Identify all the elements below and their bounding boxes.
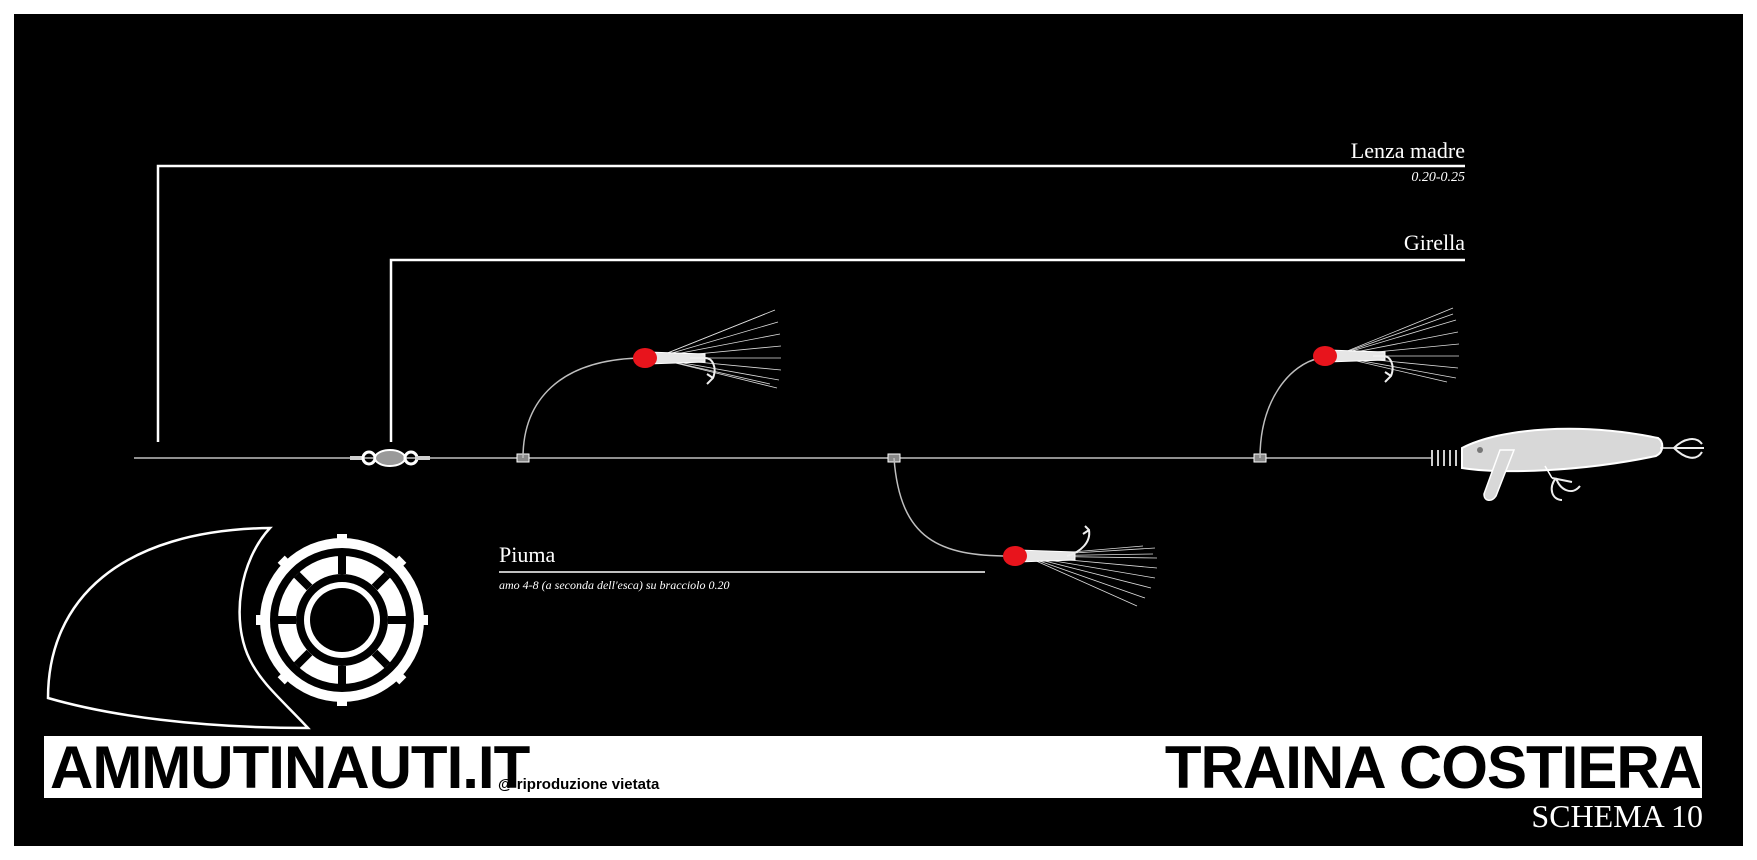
rights-notice: @ riproduzione vietata bbox=[498, 776, 660, 793]
minnow-lure-icon bbox=[1431, 427, 1704, 501]
page-title: TRAINA COSTIERA bbox=[1164, 734, 1702, 801]
diagram-background bbox=[14, 14, 1743, 846]
dropper-line bbox=[1259, 357, 1321, 459]
swivel-icon bbox=[350, 449, 430, 467]
lenza-madre-callout-line bbox=[156, 164, 1465, 442]
dropper-line bbox=[893, 457, 1011, 557]
girella-label: Girella bbox=[1403, 230, 1465, 255]
feather-lure-icon bbox=[1003, 525, 1158, 607]
brand-name: AMMUTINAUTI.IT bbox=[50, 734, 530, 801]
footer-bar bbox=[44, 736, 1702, 798]
piuma-spec: amo 4-8 (a seconda dell'esca) su braccio… bbox=[499, 578, 730, 592]
lenza-madre-label: Lenza madre bbox=[1350, 138, 1465, 163]
page-subtitle: SCHEMA 10 bbox=[1531, 798, 1703, 834]
dropper-line bbox=[522, 357, 641, 459]
piuma-label: Piuma bbox=[499, 542, 556, 567]
lenza-madre-spec: 0.20-0.25 bbox=[1411, 170, 1465, 185]
girella-callout-line bbox=[389, 258, 1465, 442]
ship-wheel-logo-icon bbox=[46, 526, 428, 730]
feather-lure-icon bbox=[1313, 307, 1460, 383]
feather-lure-icon bbox=[633, 309, 782, 389]
